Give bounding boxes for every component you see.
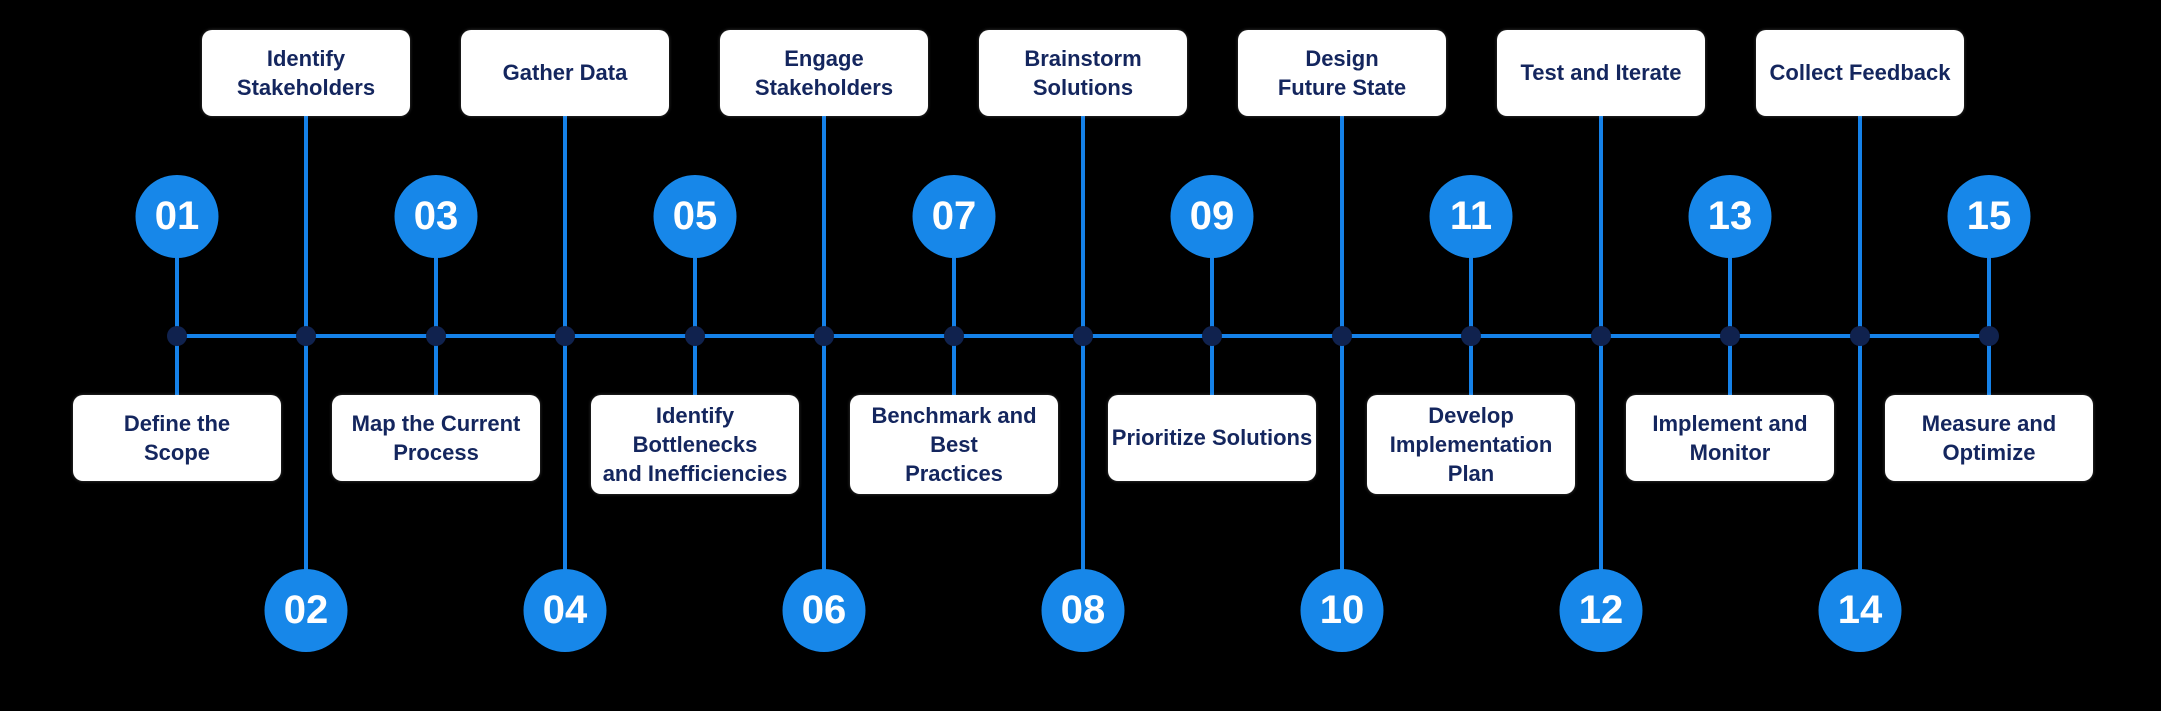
step-label: Prioritize Solutions [1111,425,1313,451]
step-label-card: Engage Stakeholders [720,30,928,116]
step-number-badge: 08 [1041,569,1125,652]
step-label-card: Collect Feedback [1756,30,1964,116]
step-label-card: Identify Stakeholders [202,30,410,116]
axis-node-dot [555,326,575,346]
step-number-badge: 15 [1947,175,2031,258]
step-number-badge: 01 [135,175,219,258]
step-number-badge: 04 [523,569,607,652]
step-label-card: Define the Scope [73,395,281,481]
step-number: 01 [154,194,200,238]
step-label-card: Measure and Optimize [1885,395,2093,481]
step-label: Develop Implementation Plan [1389,403,1553,487]
step-number: 12 [1578,588,1624,632]
step-number: 08 [1060,588,1106,632]
step-label: Test and Iterate [1520,60,1682,86]
step-number-badge: 12 [1559,569,1643,652]
step-label: Measure and Optimize [1921,410,2057,465]
step-label-card: Identify Bottlenecks and Inefficiencies [591,395,799,495]
step-number: 06 [801,588,847,632]
step-number-badge: 14 [1818,569,1902,652]
axis-node-dot [426,326,446,346]
step-number: 14 [1837,588,1883,632]
step-number: 03 [413,194,459,238]
step-label: Benchmark and Best Practices [871,403,1037,487]
axis-node-dot [1979,326,1999,346]
step-label: Gather Data [502,60,628,86]
axis-node-dot [1202,326,1222,346]
step-label: Identify Stakeholders [236,45,376,100]
axis-node-dot [1461,326,1481,346]
step-number: 04 [542,588,588,632]
step-label-card: Map the Current Process [332,395,540,481]
axis-node-dot [296,326,316,346]
step-label-card: Prioritize Solutions [1108,395,1316,481]
step-label-card: Gather Data [461,30,669,116]
step-number: 10 [1319,588,1365,632]
step-number-badge: 10 [1300,569,1384,652]
step-label: Collect Feedback [1769,60,1951,86]
step-label: Brainstorm Solutions [1024,45,1142,100]
step-number-badge: 07 [912,175,996,258]
step-number: 11 [1449,194,1493,238]
step-label-card: Develop Implementation Plan [1367,395,1575,495]
step-label-card: Design Future State [1238,30,1446,116]
step-number-badge: 02 [264,569,348,652]
axis-node-dot [1332,326,1352,346]
step-label: Engage Stakeholders [754,45,894,100]
step-label: Design Future State [1277,45,1407,100]
step-number-badge: 13 [1688,175,1772,258]
step-number-badge: 09 [1170,175,1254,258]
step-label: Map the Current Process [351,410,521,465]
step-number-badge: 05 [653,175,737,258]
step-number: 13 [1707,194,1753,238]
axis-node-dot [1850,326,1870,346]
axis-node-dot [814,326,834,346]
axis-node-dot [1073,326,1093,346]
step-number-badge: 03 [394,175,478,258]
step-label-card: Brainstorm Solutions [979,30,1187,116]
step-label-card: Test and Iterate [1497,30,1705,116]
step-number: 15 [1966,194,2012,238]
axis-node-dot [167,326,187,346]
step-label-card: Implement and Monitor [1626,395,1834,481]
axis-node-dot [944,326,964,346]
step-label: Define the Scope [123,410,231,465]
step-label: Identify Bottlenecks and Inefficiencies [602,403,788,487]
step-number-badge: 11 [1429,175,1513,258]
step-number: 07 [931,194,977,238]
step-number: 09 [1189,194,1235,238]
step-number-badge: 06 [782,569,866,652]
axis-node-dot [1720,326,1740,346]
step-label-card: Benchmark and Best Practices [850,395,1058,495]
axis-node-dot [685,326,705,346]
step-number: 02 [283,588,329,632]
step-label: Implement and Monitor [1652,410,1808,465]
axis-node-dot [1591,326,1611,346]
step-number: 05 [672,194,718,238]
